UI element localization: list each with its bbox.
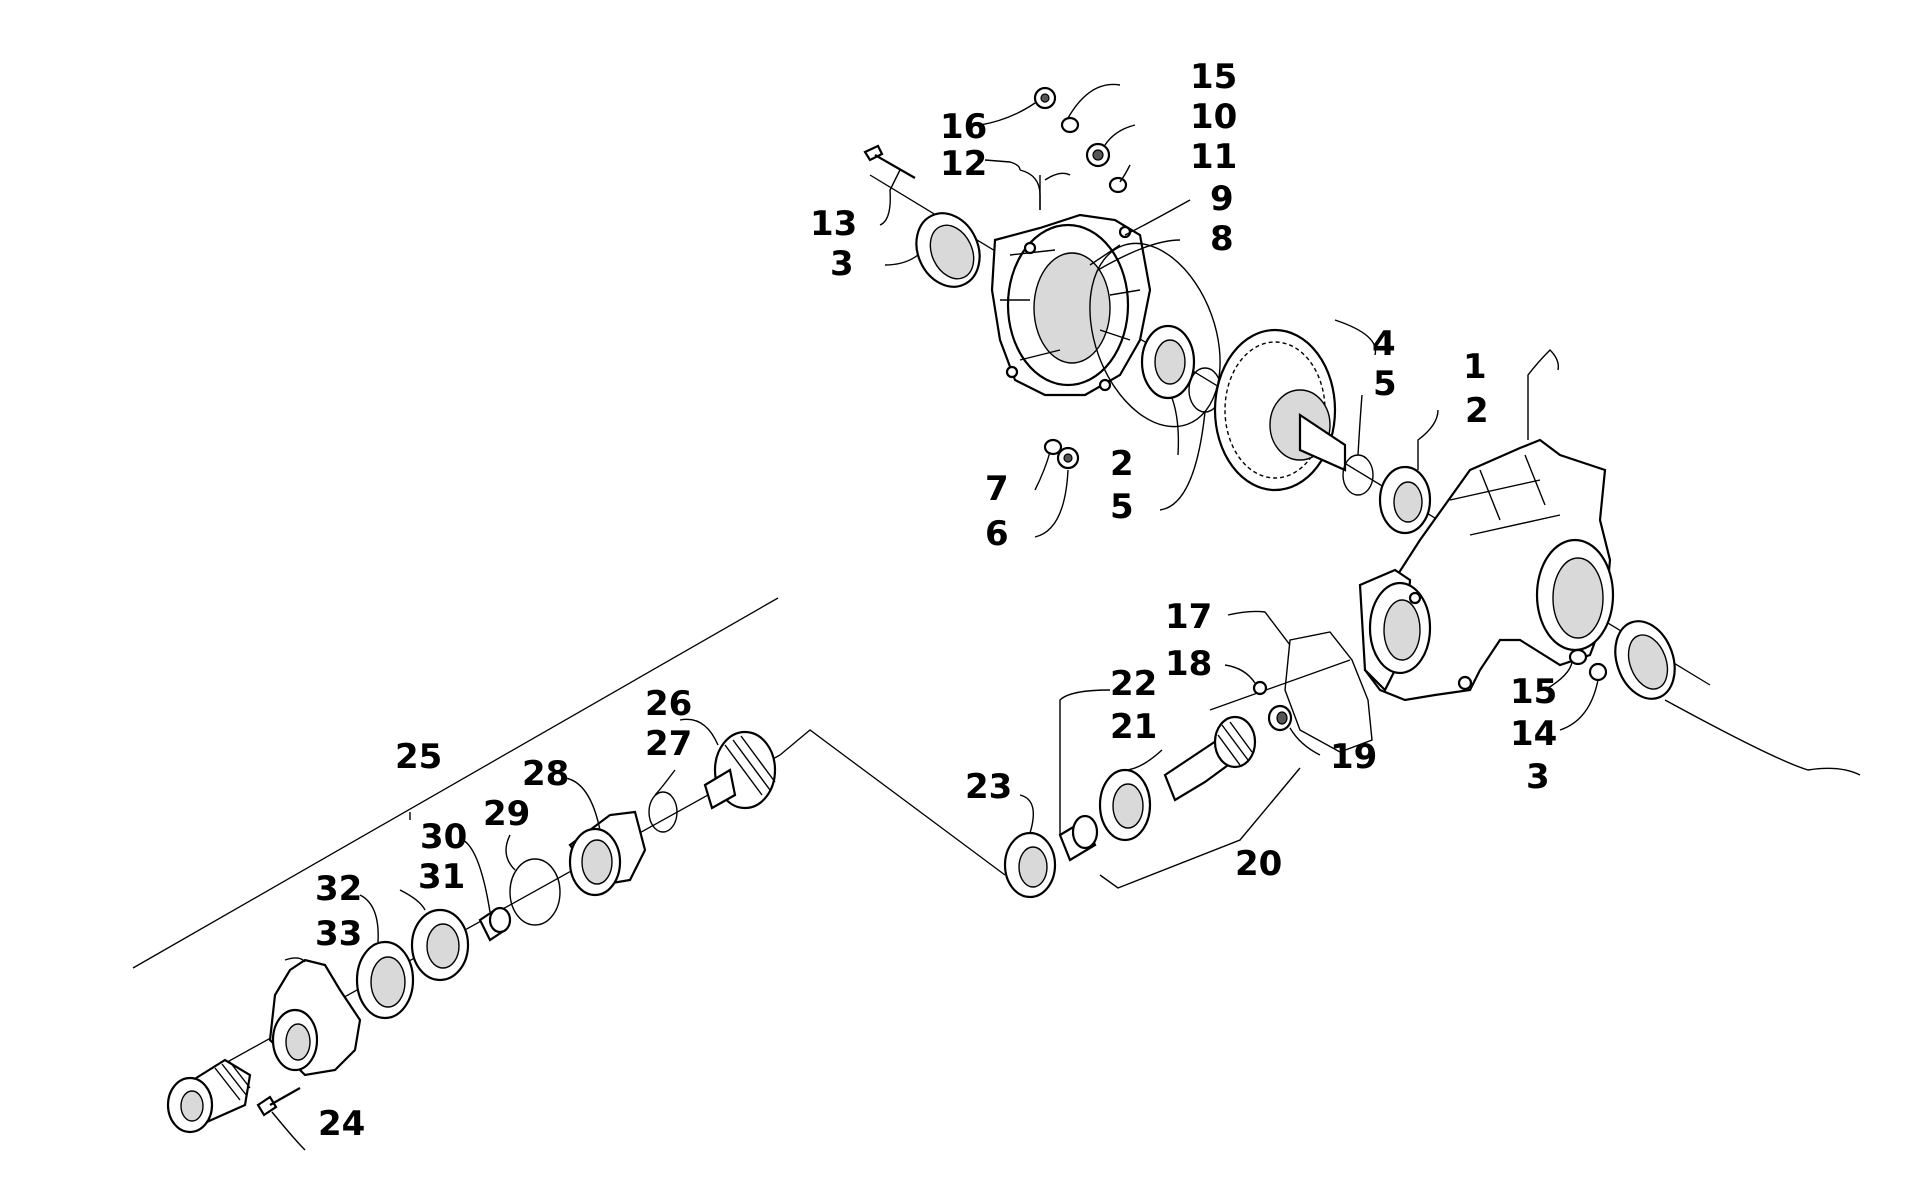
part-15-lower-washer [1568,648,1588,666]
part-30-small-shaft [478,906,512,942]
callout-27: 27 [645,724,692,764]
callout-21: 21 [1110,707,1157,747]
callout-6: 6 [985,514,1009,554]
part-9-cover-flange [990,213,1152,397]
part-24-bolt [256,1087,301,1117]
part-27-snap-ring [648,791,678,833]
callout-29: 29 [483,794,530,834]
callout-25: 25 [395,737,442,777]
callout-19: 19 [1330,737,1377,777]
part-2-bearing-lower [1378,465,1432,535]
callout-30: 30 [420,817,467,857]
part-10-fill-plug [1085,142,1111,168]
callout-17: 17 [1165,597,1212,637]
callout-5-right: 5 [1373,364,1397,404]
part-6-drain-plug [1056,446,1080,470]
callout-23: 23 [965,767,1012,807]
callout-14: 14 [1510,714,1557,754]
callout-26: 26 [645,684,692,724]
callout-28: 28 [522,754,569,794]
callout-31: 31 [418,857,465,897]
part-14-bolt [1588,662,1608,682]
callout-7: 7 [985,469,1009,509]
callout-4: 4 [1372,324,1396,364]
part-20-pinion-shaft [1163,715,1257,802]
part-21-bearing [1098,768,1152,842]
callout-22: 22 [1110,664,1157,704]
part-17-gasket [1284,631,1373,753]
part-15-upper-washer [1060,116,1080,134]
part-29-large-snap-ring [509,858,561,926]
part-19-bushing [1267,704,1293,732]
callout-15-lower: 15 [1510,672,1557,712]
callout-32: 32 [315,869,362,909]
callout-20: 20 [1235,844,1282,884]
part-11-o-ring [1108,176,1128,194]
callout-2-right: 2 [1465,391,1489,431]
part-7-washer [1043,438,1063,456]
part-28-clutch-drum [568,810,647,897]
callout-labels: 1 2 2 3 3 4 5 5 6 7 8 9 10 11 12 13 14 1… [315,57,1557,1144]
part-1-main-housing [1358,438,1615,702]
callout-9: 9 [1210,179,1234,219]
part-16-plug [1033,86,1057,110]
part-2-bearing-upper [1140,324,1196,400]
part-18-pin [1252,680,1268,696]
part-23-seal [1003,831,1057,899]
part-26-coupler [703,730,777,810]
callout-24: 24 [318,1104,365,1144]
callout-5-left: 5 [1110,487,1134,527]
callout-3-lower: 3 [1526,757,1550,797]
part-13-bolt [863,144,916,179]
leader-lines [271,83,1861,1151]
part-4-ring-gear [1213,328,1347,492]
callout-2-left: 2 [1110,444,1134,484]
callout-18: 18 [1165,644,1212,684]
part-8-large-o-ring [1089,242,1221,428]
part-32-seal [355,940,415,1020]
callout-33: 33 [315,914,362,954]
callout-3-upper: 3 [830,244,854,284]
part-5-shim-lower [1342,454,1374,496]
callout-12: 12 [940,144,987,184]
callout-8: 8 [1210,219,1234,259]
part-33-housing [268,958,362,1077]
part-22-collar [1058,814,1099,862]
callout-10: 10 [1190,97,1237,137]
callout-13: 13 [810,204,857,244]
callout-15-upper: 15 [1190,57,1237,97]
part-3-lower-seal [1614,620,1676,700]
part-3-upper-seal [915,212,981,288]
callout-1: 1 [1463,347,1487,387]
part-31-bearing [410,908,470,982]
output-coupler [166,1058,252,1134]
callout-16: 16 [940,107,987,147]
callout-11: 11 [1190,137,1237,177]
part-12-breather-tube [1019,169,1041,210]
